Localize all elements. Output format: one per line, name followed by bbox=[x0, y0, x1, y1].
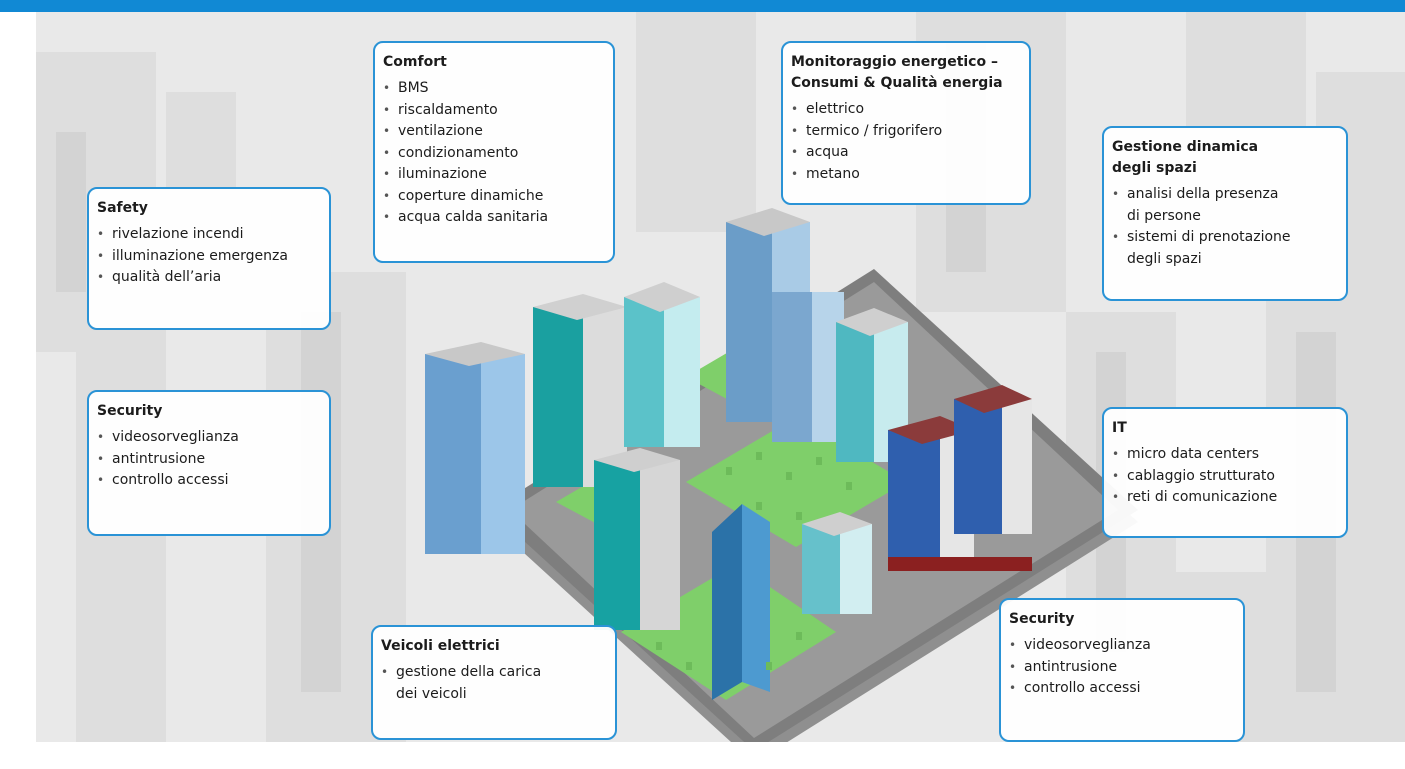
card-list: videosorveglianza antintrusione controll… bbox=[97, 427, 321, 492]
card-title: Gestione dinamica degli spazi bbox=[1112, 139, 1259, 176]
card-title: Veicoli elettrici bbox=[381, 638, 500, 654]
list-item: reti di comunicazione bbox=[1112, 487, 1338, 509]
card-monitoraggio-energetico: Monitoraggio energetico – Consumi & Qual… bbox=[781, 41, 1031, 205]
list-item: acqua calda sanitaria bbox=[383, 207, 605, 229]
tower-teal-left bbox=[533, 294, 627, 487]
list-item: riscaldamento bbox=[383, 100, 605, 122]
list-item: controllo accessi bbox=[97, 470, 321, 492]
card-title: IT bbox=[1112, 420, 1127, 436]
list-item: iluminazione bbox=[383, 164, 605, 186]
card-title: Security bbox=[97, 403, 163, 419]
list-item: elettrico bbox=[791, 99, 1021, 121]
list-item: ventilazione bbox=[383, 121, 605, 143]
card-list: micro data centers cablaggio strutturato… bbox=[1112, 444, 1338, 509]
list-item: termico / frigorifero bbox=[791, 121, 1021, 143]
hotel-buildings bbox=[888, 385, 1032, 571]
list-item: coperture dinamiche bbox=[383, 186, 605, 208]
top-accent-bar bbox=[0, 0, 1405, 12]
card-title: Security bbox=[1009, 611, 1075, 627]
list-item: qualità dell’aria bbox=[97, 267, 321, 289]
card-list: videosorveglianza antintrusione controll… bbox=[1009, 635, 1235, 700]
list-item: sistemi di prenotazione degli spazi bbox=[1112, 227, 1338, 270]
card-title: Safety bbox=[97, 200, 148, 216]
card-security-right: Security videosorveglianza antintrusione… bbox=[999, 598, 1245, 742]
tower-small-right bbox=[802, 512, 872, 614]
list-item: BMS bbox=[383, 78, 605, 100]
card-list: analisi della presenza di persone sistem… bbox=[1112, 184, 1338, 270]
isometric-city bbox=[425, 208, 1138, 742]
tower-blue-glass bbox=[712, 504, 770, 700]
card-safety: Safety rivelazione incendi illuminazione… bbox=[87, 187, 331, 330]
card-title: Monitoraggio energetico – Consumi & Qual… bbox=[791, 54, 1003, 91]
card-gestione-dinamica: Gestione dinamica degli spazi analisi de… bbox=[1102, 126, 1348, 301]
tower-cyan bbox=[624, 282, 700, 447]
list-item: illuminazione emergenza bbox=[97, 246, 321, 268]
trees bbox=[656, 452, 852, 670]
tower-central-mid bbox=[772, 292, 844, 442]
card-veicoli-elettrici: Veicoli elettrici gestione della carica … bbox=[371, 625, 617, 740]
list-item: antintrusione bbox=[1009, 657, 1235, 679]
list-item: videosorveglianza bbox=[97, 427, 321, 449]
list-item: gestione della carica dei veicoli bbox=[381, 662, 607, 705]
list-item: metano bbox=[791, 164, 1021, 186]
card-list: elettrico termico / frigorifero acqua me… bbox=[791, 99, 1021, 185]
list-item: videosorveglianza bbox=[1009, 635, 1235, 657]
card-security-left: Security videosorveglianza antintrusione… bbox=[87, 390, 331, 536]
tower-left bbox=[425, 342, 525, 554]
list-item: controllo accessi bbox=[1009, 678, 1235, 700]
card-comfort: Comfort BMS riscaldamento ventilazione c… bbox=[373, 41, 615, 263]
list-item: antintrusione bbox=[97, 449, 321, 471]
card-it: IT micro data centers cablaggio struttur… bbox=[1102, 407, 1348, 538]
list-item: acqua bbox=[791, 142, 1021, 164]
tower-teal-front bbox=[594, 448, 680, 630]
card-list: rivelazione incendi illuminazione emerge… bbox=[97, 224, 321, 289]
list-item: rivelazione incendi bbox=[97, 224, 321, 246]
list-item: analisi della presenza di persone bbox=[1112, 184, 1338, 227]
card-title: Comfort bbox=[383, 54, 447, 70]
list-item: condizionamento bbox=[383, 143, 605, 165]
list-item: micro data centers bbox=[1112, 444, 1338, 466]
card-list: BMS riscaldamento ventilazione condizion… bbox=[383, 78, 605, 229]
list-item: cablaggio strutturato bbox=[1112, 466, 1338, 488]
card-list: gestione della carica dei veicoli bbox=[381, 662, 607, 705]
